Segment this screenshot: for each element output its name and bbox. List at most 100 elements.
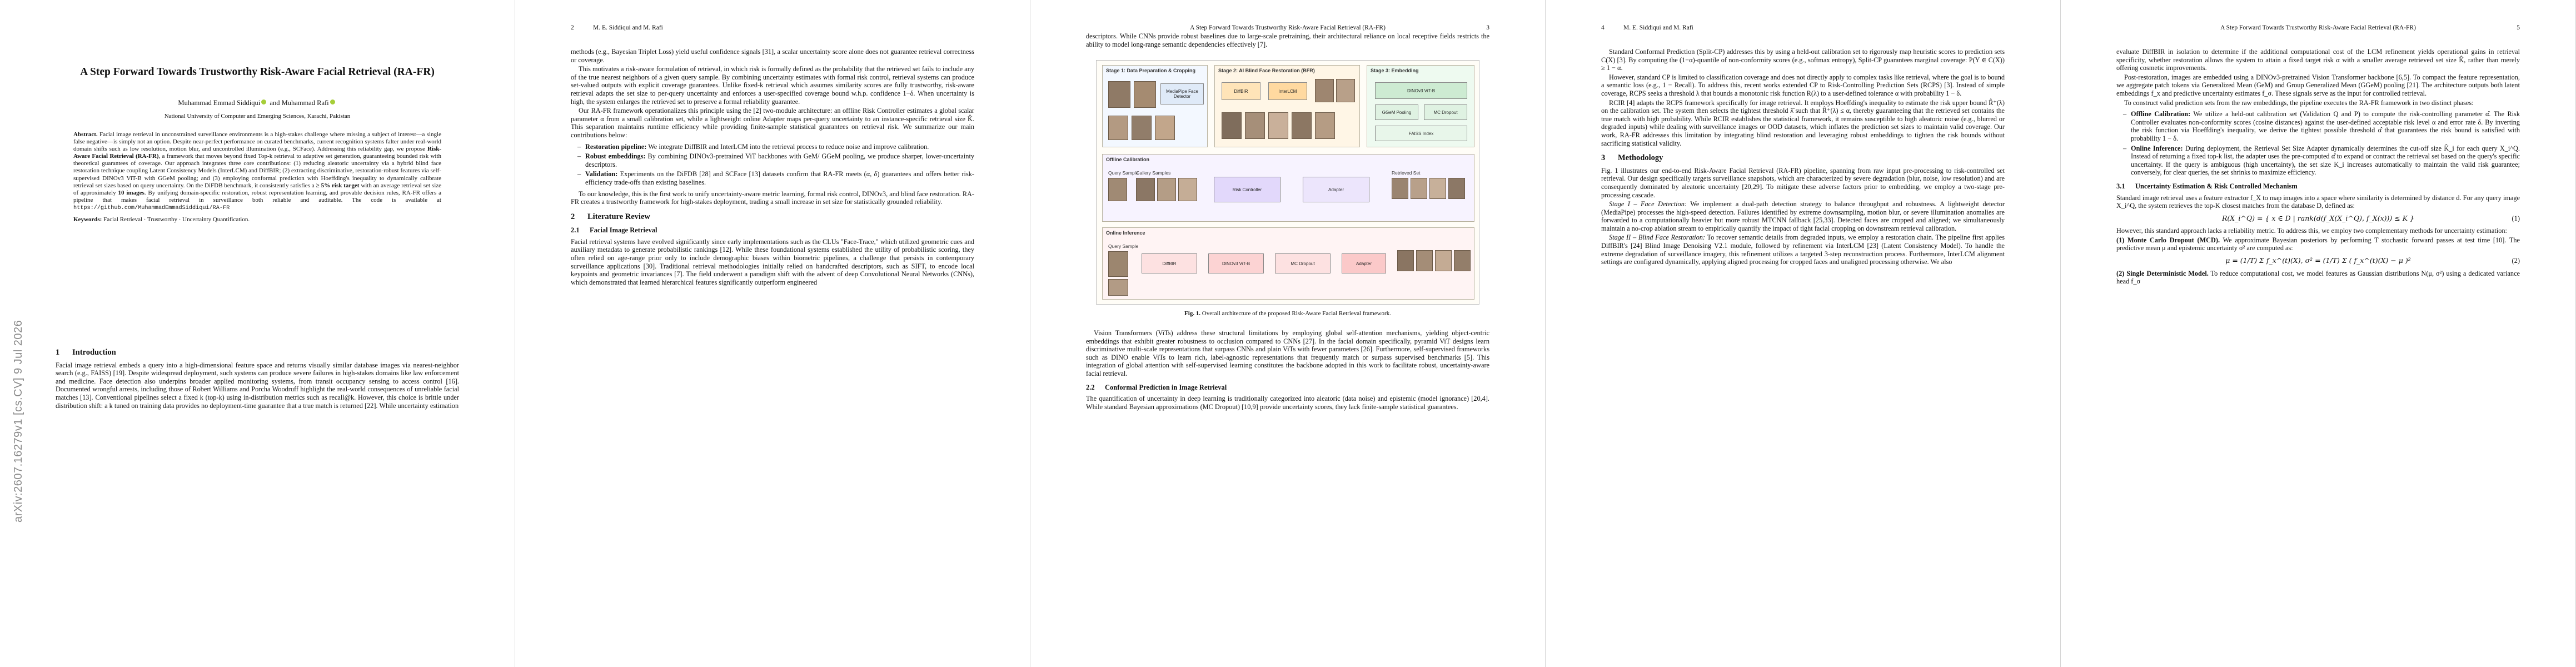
orcid-icon[interactable] [261, 99, 267, 104]
risk-controller-box: Risk Controller [1214, 177, 1280, 202]
page-5-body: evaluate DiffBIR in isolation to determi… [2116, 48, 2520, 287]
face-thumbnail [1155, 116, 1175, 140]
page-2-body: methods (e.g., Bayesian Triplet Loss) yi… [571, 48, 974, 287]
abstract-bold-2: ≥ 5% risk target [316, 182, 360, 189]
face-thumbnail [1132, 116, 1152, 140]
face-thumbnail [1315, 79, 1334, 102]
face-thumbnail [1411, 178, 1427, 199]
stage-3-panel: Stage 3: Embedding DINOv3 ViT-B GGeM Poo… [1367, 65, 1474, 147]
mcd-box: MC Dropout [1275, 253, 1331, 273]
list-item: Validation: Experiments on the DiFDB [28… [571, 170, 974, 186]
paragraph: Vision Transformers (ViTs) address these… [1086, 329, 1489, 377]
arxiv-stamp-text: arXiv:2607.16279v1 [cs.CV] 9 Jul 2026 [12, 320, 24, 522]
face-thumbnail [1454, 250, 1471, 271]
face-thumbnail [1108, 251, 1128, 277]
paragraph: (2) Single Deterministic Model. To reduc… [2116, 269, 2520, 286]
offline-calibration-panel: Offline Calibration Query Sample Gallery… [1102, 154, 1474, 222]
running-head: A Step Forward Towards Trustworthy Risk-… [1086, 24, 1489, 33]
page-number: 4 [1601, 24, 1605, 31]
equation-2: μ = (1/T) Σ f_x^(t)(X), σ² = (1/T) Σ ( f… [2225, 256, 2520, 265]
abstract-label: Abstract. [73, 131, 98, 138]
page-3-top: descriptors. While CNNs provide robust b… [1086, 32, 1489, 49]
face-thumbnail [1108, 279, 1128, 296]
paragraph: To construct valid prediction sets from … [2124, 98, 2474, 107]
online-inference-panel: Online Inference Query Sample DiffBIR DI… [1102, 227, 1474, 300]
face-thumbnail [1178, 178, 1197, 201]
dino-box: DINOv3 ViT-B [1208, 253, 1264, 273]
orcid-icon[interactable] [330, 99, 335, 104]
face-thumbnail [1397, 250, 1414, 271]
running-head-text: A Step Forward Towards Trustworthy Risk-… [2220, 24, 2416, 31]
abstract: Abstract. Facial image retrieval in unco… [73, 131, 441, 223]
page-3-body: Vision Transformers (ViTs) address these… [1086, 329, 1489, 412]
face-thumbnail [1157, 178, 1176, 201]
faiss-box: FAISS Index [1375, 126, 1467, 141]
paragraph: Our RA-FR framework operationalizes this… [571, 107, 974, 139]
page-5: A Step Forward Towards Trustworthy Risk-… [2061, 0, 2576, 667]
face-thumbnail [1268, 112, 1288, 139]
keywords: Keywords: Facial Retrieval · Trustworthy… [73, 216, 441, 223]
face-thumbnail [1222, 112, 1242, 139]
running-head-text: A Step Forward Towards Trustworthy Risk-… [1190, 24, 1386, 31]
face-thumbnail [1136, 178, 1155, 201]
running-head-text: M. E. Siddiqui and M. Rafi [593, 24, 663, 31]
figure-caption: Fig. 1. Overall architecture of the prop… [1184, 310, 1391, 317]
abstract-text-4: . By unifying domain-specific restoratio… [73, 189, 442, 203]
list-item: Robust embeddings: By combining DINOv3-p… [571, 152, 974, 168]
face-thumbnail [1315, 112, 1335, 139]
author-1: Muhammad Emmad Siddiqui [178, 99, 261, 107]
face-thumbnail [1134, 81, 1156, 108]
author-2: Muhammad Rafi [281, 99, 329, 107]
paragraph: evaluate DiffBIR in isolation to determi… [2116, 48, 2520, 72]
paragraph: Standard Conformal Prediction (Split-CP)… [1601, 48, 2005, 72]
paragraph: This motivates a risk-aware formulation … [571, 65, 974, 106]
face-thumbnail [1336, 79, 1355, 102]
page-4-body: Standard Conformal Prediction (Split-CP)… [1601, 48, 2005, 267]
stage-2-panel: Stage 2: AI Blind Face Restoration (BFR)… [1214, 65, 1360, 147]
face-thumbnail [1448, 178, 1465, 199]
page-number: 2 [571, 24, 574, 31]
paragraph: Standard image retrieval uses a feature … [2116, 193, 2520, 210]
adapter-box: Adapter [1342, 253, 1386, 273]
list-item: Restoration pipeline: We integrate DiffB… [571, 143, 974, 151]
paragraph: (1) Monte Carlo Dropout (MCD). We approx… [2116, 236, 2520, 252]
face-thumbnail [1429, 178, 1446, 199]
face-thumbnail [1108, 178, 1127, 201]
face-thumbnail [1392, 178, 1408, 199]
diffbir-box: DiffBIR [1142, 253, 1197, 273]
abstract-bold: Risk-Aware Facial Retrieval (RA-FR) [73, 146, 442, 160]
abstract-text-3: with an average retrieval set size of ap… [73, 182, 442, 196]
architecture-figure: Stage 1: Data Preparation & Cropping Med… [1096, 60, 1479, 305]
page-4: 4 M. E. Siddiqui and M. Rafi Standard Co… [1546, 0, 2061, 667]
abstract-text-2: , a framework that moves beyond fixed To… [73, 153, 441, 189]
phase-list: Offline Calibration: We utilize a held-o… [2116, 110, 2520, 177]
keywords-label: Keywords: [73, 216, 102, 223]
list-item: Offline Calibration: We utilize a held-o… [2116, 110, 2520, 142]
list-item: Online Inference: During deployment, the… [2116, 145, 2520, 177]
face-thumbnail [1245, 112, 1265, 139]
paragraph: descriptors. While CNNs provide robust b… [1086, 32, 1489, 48]
paragraph: Facial image retrieval embeds a query in… [56, 361, 459, 410]
paragraph: RCIR [4] adapts the RCPS framework speci… [1601, 98, 2005, 147]
face-thumbnail [1108, 116, 1128, 140]
page-number: 5 [2517, 24, 2520, 31]
author-and: and [270, 99, 282, 107]
equation-1: R(X_i^Q) = { x ∈ D | rank(d(f_X(X_i^Q), … [2222, 213, 2520, 222]
page-2: 2 M. E. Siddiqui and M. Rafi methods (e.… [515, 0, 1030, 667]
abstract-bold-3: 10 images [118, 189, 145, 196]
face-thumbnail [1435, 250, 1452, 271]
paragraph: Stage I – Face Detection: We implement a… [1601, 200, 2005, 232]
diffbir-box: DiffBIR [1222, 82, 1260, 100]
affiliation: National University of Computer and Emer… [164, 113, 351, 120]
running-head: 4 M. E. Siddiqui and M. Rafi [1601, 24, 2005, 33]
running-head-text: M. E. Siddiqui and M. Rafi [1623, 24, 1693, 31]
code-url-link[interactable]: https://github.com/MuhammadEmmadSiddiqui… [73, 205, 230, 211]
page-3: A Step Forward Towards Trustworthy Risk-… [1030, 0, 1546, 667]
paragraph: However, standard CP is limited to class… [1601, 73, 2005, 97]
